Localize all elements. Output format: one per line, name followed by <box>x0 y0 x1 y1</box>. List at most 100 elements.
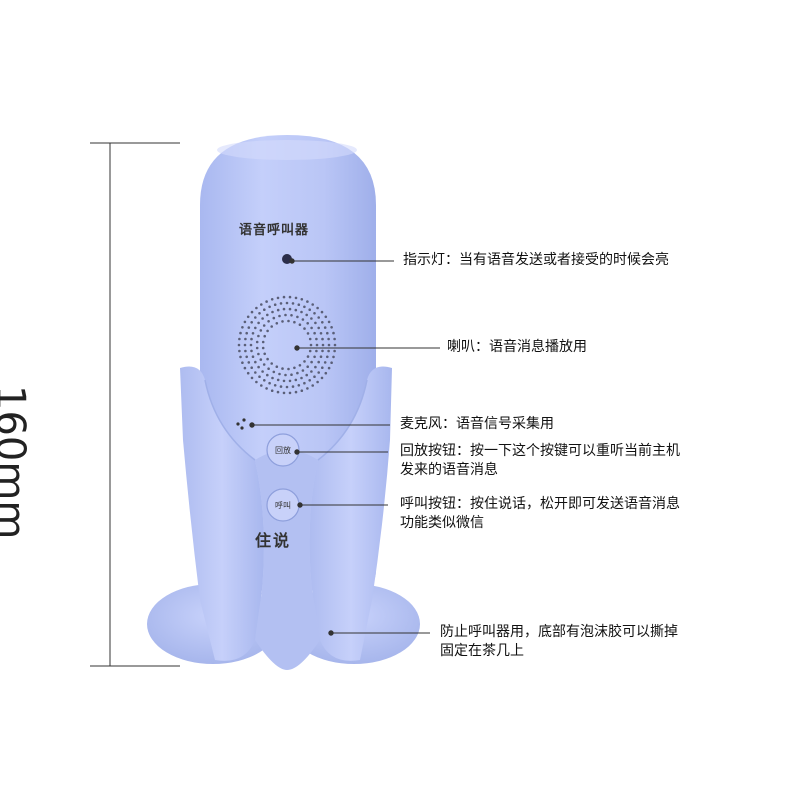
grille-hole <box>310 370 313 373</box>
grille-hole <box>321 349 324 353</box>
grille-hole <box>332 355 335 359</box>
grille-hole <box>268 305 271 309</box>
grille-hole <box>284 313 287 317</box>
grille-hole <box>321 337 324 341</box>
grille-hole <box>257 321 260 325</box>
grille-hole <box>260 303 263 306</box>
grille-hole <box>282 307 286 311</box>
grille-hole <box>241 361 244 365</box>
grille-hole <box>320 310 324 314</box>
grille-hole <box>310 317 313 320</box>
grille-hole <box>261 346 265 350</box>
grille-hole <box>298 364 302 367</box>
grille-hole <box>315 337 318 341</box>
grille-hole <box>306 365 310 369</box>
callout-call-line-2: 功能类似微信 <box>400 515 484 531</box>
grille-hole <box>257 334 260 338</box>
grille-hole <box>250 349 253 353</box>
grille-hole <box>266 313 269 317</box>
grille-hole <box>317 326 321 330</box>
callout-base: 防止呼叫器用，底部有泡沫胶可以撕掉 固定在茶几上 <box>440 623 678 661</box>
grille-hole <box>266 373 269 377</box>
grille-hole <box>246 371 250 375</box>
grille-hole <box>284 373 287 377</box>
grille-hole <box>272 370 276 374</box>
grille-hole <box>255 346 259 350</box>
grille-hole <box>255 340 259 344</box>
device-highlight <box>217 140 357 160</box>
grille-hole <box>246 315 250 319</box>
call-button-label: 呼叫 <box>275 501 291 510</box>
grille-hole <box>327 349 330 353</box>
grille-hole <box>319 332 323 335</box>
grille-hole <box>300 376 303 380</box>
callout-speaker-line-1: 喇叭：语音消息播放用 <box>447 339 587 355</box>
callout-speaker: 喇叭：语音消息播放用 <box>447 338 587 357</box>
grille-hole <box>260 384 263 387</box>
grille-hole <box>333 349 336 353</box>
grille-hole <box>323 361 327 364</box>
grille-hole <box>287 319 290 323</box>
grille-hole <box>273 303 277 307</box>
grille-hole <box>262 363 266 366</box>
grille-hole <box>306 322 310 325</box>
grille-hole <box>303 360 306 363</box>
device-bottom-text: 住说 <box>255 531 292 550</box>
grille-hole <box>303 327 306 330</box>
grille-hole <box>293 366 296 370</box>
grille-hole <box>267 367 270 371</box>
grille-hole <box>303 381 306 385</box>
callout-base-line-2: 固定在茶几上 <box>440 643 524 659</box>
grille-hole <box>266 329 269 333</box>
grille-hole <box>313 375 316 379</box>
grille-hole <box>258 312 261 315</box>
grille-hole <box>278 314 281 318</box>
grille-hole <box>310 326 313 330</box>
grille-hole <box>247 326 251 329</box>
grille-hole <box>261 370 264 373</box>
grille-hole <box>313 355 316 359</box>
replay-button[interactable] <box>266 433 300 467</box>
grille-hole <box>294 296 298 300</box>
grille-hole <box>306 332 310 335</box>
grille-hole <box>243 366 247 370</box>
grille-hole <box>298 323 302 327</box>
grille-hole <box>250 337 253 341</box>
grille-hole <box>314 365 317 369</box>
grille-hole <box>238 349 241 353</box>
grille-hole <box>279 385 283 388</box>
grille-hole <box>310 360 313 364</box>
replay-button-label: 回放 <box>275 446 291 455</box>
grille-hole <box>239 331 242 335</box>
grille-hole <box>261 340 265 344</box>
grille-hole <box>258 375 261 379</box>
grille-hole <box>250 310 254 314</box>
grille-hole <box>241 326 244 329</box>
grille-hole <box>311 384 315 387</box>
grille-hole <box>263 308 266 312</box>
callout-microphone: 麦克风：语音信号采集用 <box>400 415 554 434</box>
grille-hole <box>327 337 330 341</box>
grille-hole <box>268 381 271 385</box>
grille-hole <box>263 334 267 338</box>
grille-hole <box>314 321 317 325</box>
grille-hole <box>308 308 312 312</box>
grille-hole <box>271 310 274 314</box>
grille-hole <box>282 391 286 395</box>
grille-hole <box>250 366 253 370</box>
grille-hole <box>323 326 327 329</box>
grille-hole <box>259 329 263 332</box>
height-dimension-label: 160mm <box>0 385 33 540</box>
grille-hole <box>308 379 312 382</box>
grille-hole <box>250 321 253 324</box>
grille-hole <box>316 380 319 384</box>
grille-hole <box>303 305 306 309</box>
grille-hole <box>290 314 293 317</box>
grille-hole <box>272 316 276 320</box>
grille-hole <box>305 313 309 317</box>
height-dimension <box>90 142 180 667</box>
grille-hole <box>311 303 315 306</box>
grille-hole <box>294 378 298 382</box>
callout-base-line-1: 防止呼叫器用，底部有泡沫胶可以撕掉 <box>440 624 678 640</box>
